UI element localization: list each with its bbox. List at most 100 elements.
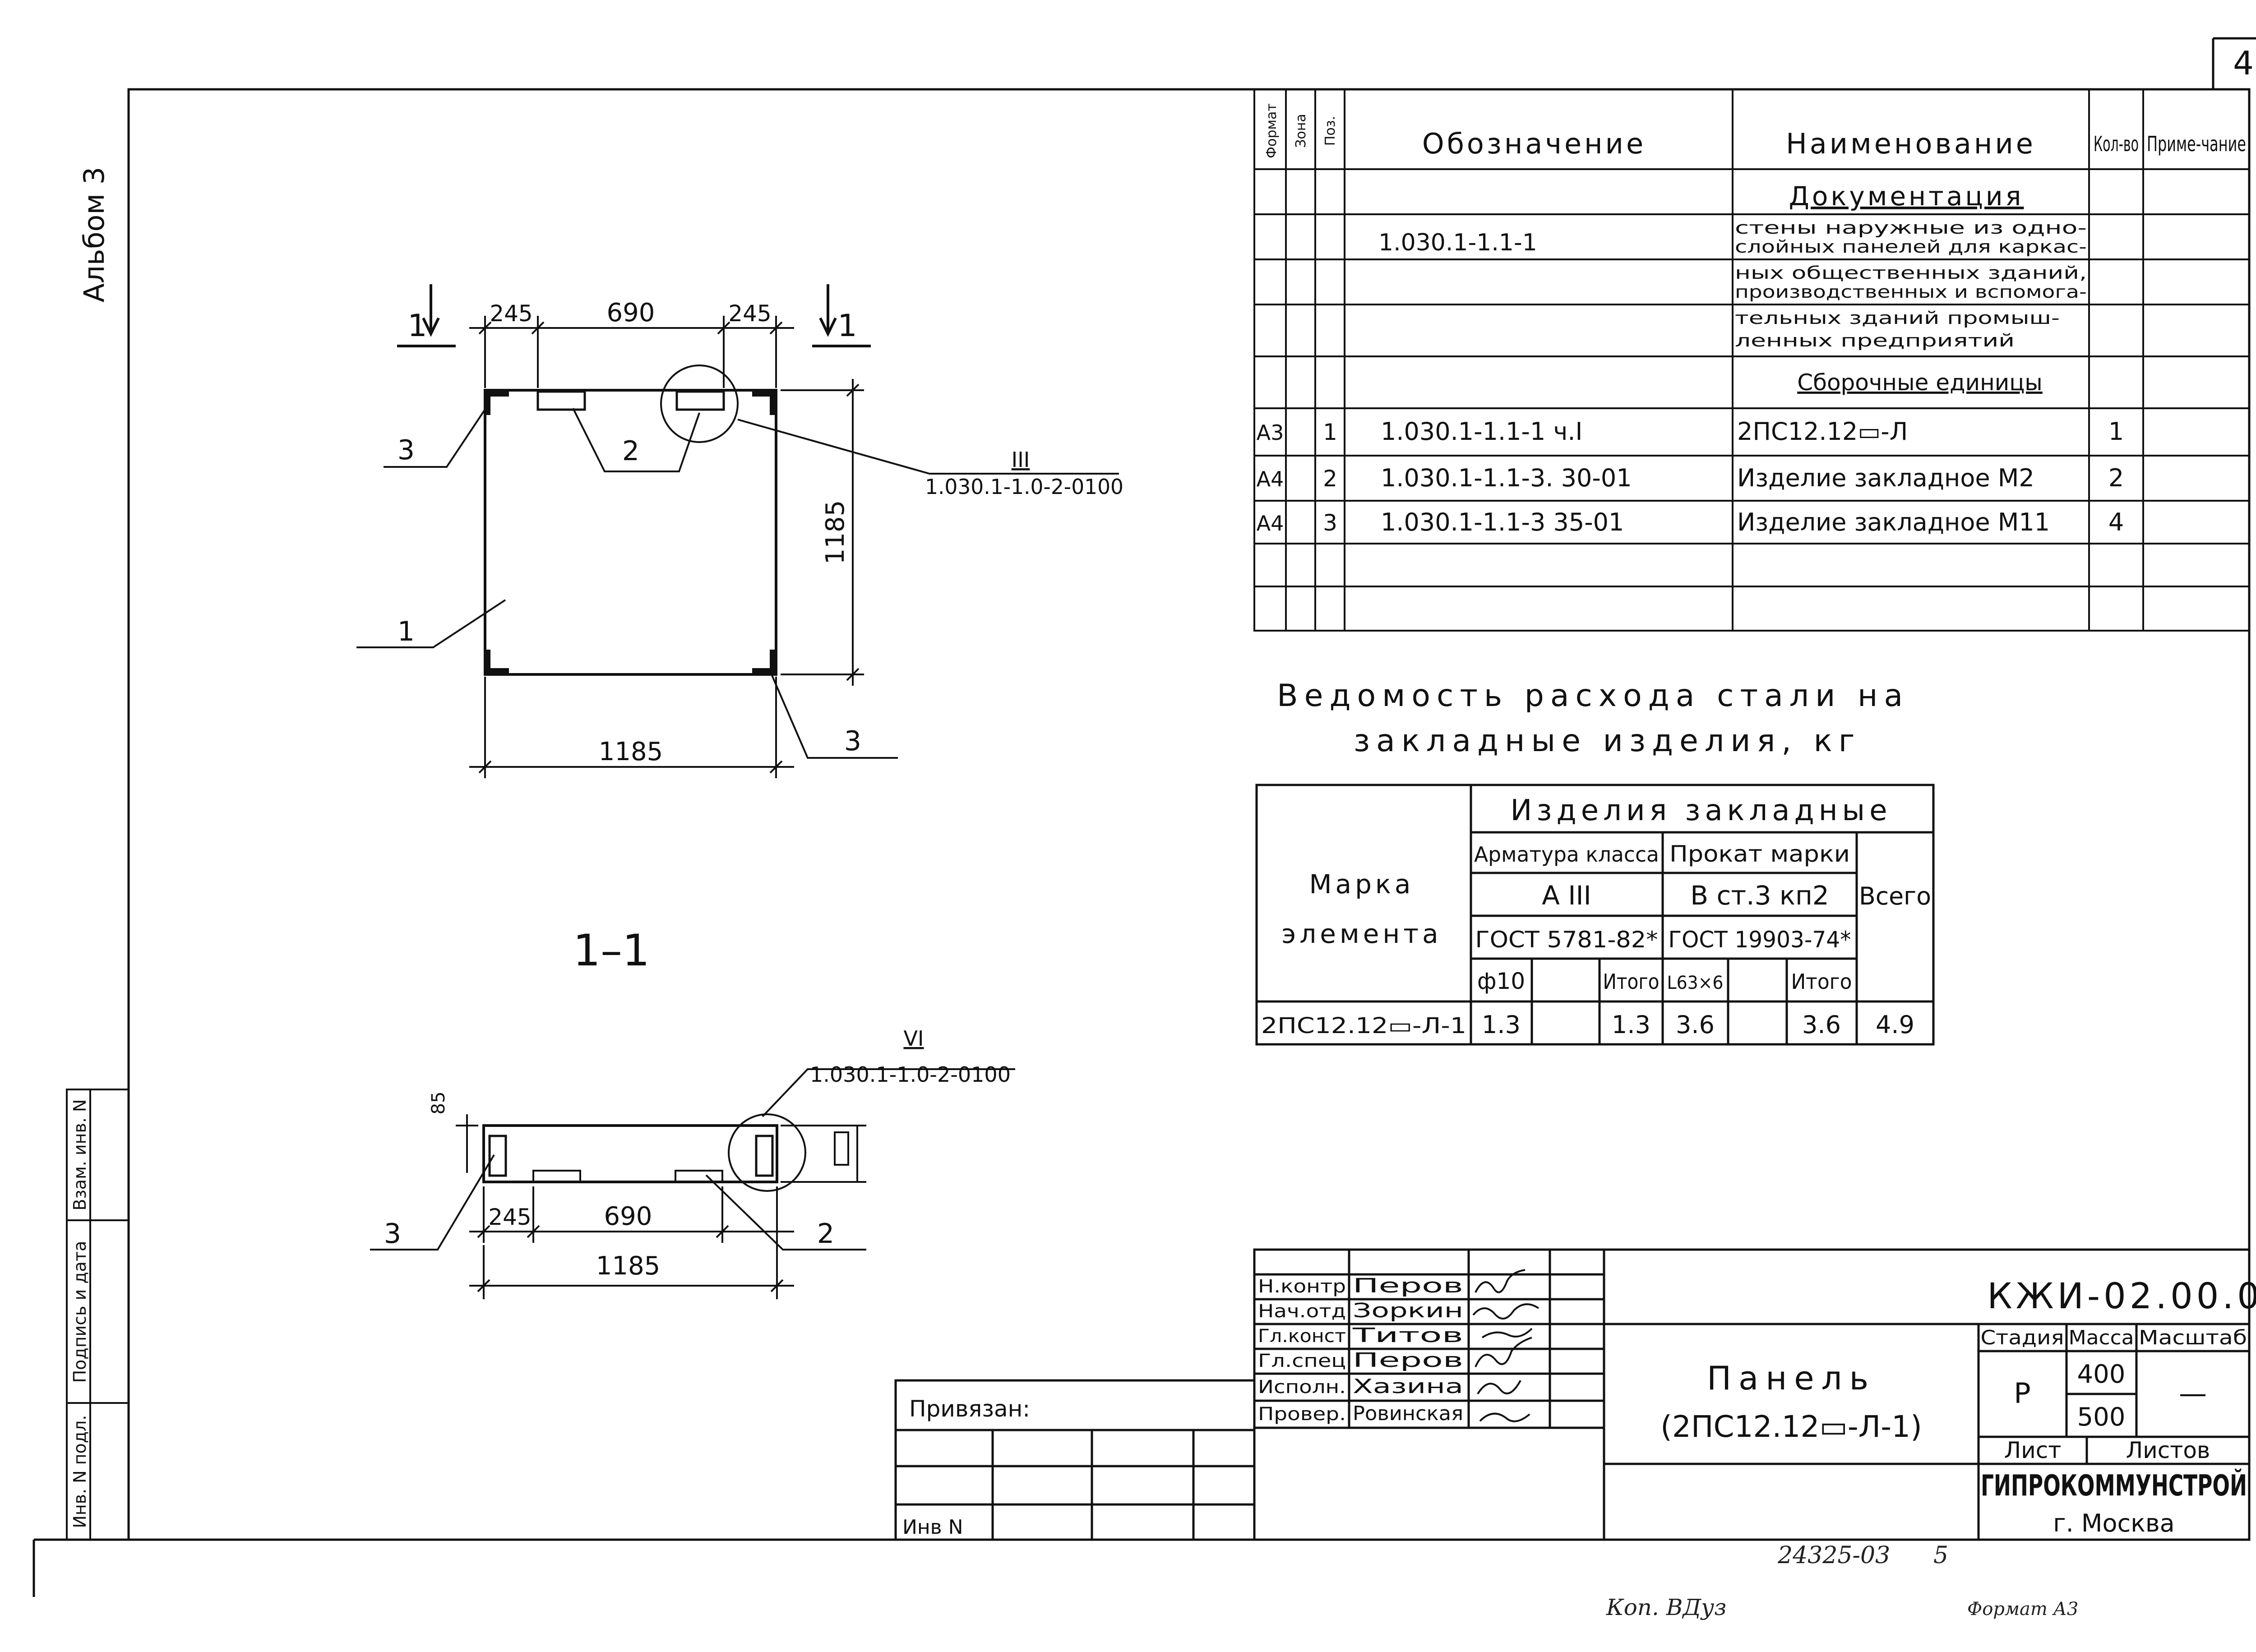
section-node-roman: VI: [903, 1026, 924, 1051]
row-name: 2ПС12.12▭-Л: [1737, 417, 1908, 446]
row-format: А3: [1257, 420, 1284, 445]
dim-245: 245: [490, 300, 532, 327]
row-name: Изделие закладное М2: [1737, 464, 2034, 492]
section-end-plate: [488, 1135, 507, 1177]
steel-mark-label-1: Марка: [1309, 869, 1415, 900]
steel-row-value: 3.6: [1676, 1011, 1715, 1039]
side-sign-date: Подпись и дата: [70, 1241, 90, 1383]
side-stamp: [66, 1089, 129, 1541]
steel-prokat: Прокат марки: [1669, 841, 1850, 867]
steel-grade: В ст.3 кп2: [1690, 880, 1829, 911]
col-zone: Зона: [1293, 114, 1309, 148]
section-outline: [482, 1124, 778, 1183]
copy-mark: Коп. ВДуз: [1606, 1594, 1726, 1620]
row-pos: 1: [1323, 419, 1337, 445]
col-pos: Поз.: [1322, 116, 1338, 146]
doc-name-line: ных общественных зданий,: [1735, 263, 2087, 283]
mass-value-1: 400: [2077, 1360, 2126, 1389]
spec-row: А4 2 1.030.1-1.1-3. 30-01 Изделие заклад…: [1257, 464, 2124, 492]
steel-row-value: 1.3: [1482, 1011, 1521, 1039]
staff-role: Гл.спец: [1258, 1351, 1346, 1371]
section-leaders: [370, 1068, 1015, 1251]
row-format: А4: [1257, 467, 1284, 491]
steel-row-total: 4.9: [1876, 1011, 1914, 1039]
archive-sheet: 5: [1933, 1542, 1948, 1569]
steel-subcol: Итого: [1603, 969, 1660, 994]
row-qty: 4: [2108, 508, 2124, 536]
doc-name-line: ленных предприятий: [1735, 331, 2015, 351]
spec-row: А4 3 1.030.1-1.1-3 35-01 Изделие закладн…: [1257, 508, 2124, 536]
section-docs: Документация: [1789, 181, 2024, 212]
org-city: г. Москва: [2053, 1509, 2175, 1537]
plan-view: 245 690 245 1185 1185 1: [356, 284, 1123, 778]
section-end-plate: [755, 1135, 774, 1177]
archive-number: 24325-03: [1777, 1542, 1890, 1569]
side-dimension: [781, 379, 864, 686]
callout-3: 3: [844, 725, 861, 757]
bound-label: Привязан:: [909, 1396, 1030, 1422]
staff-name: Ровинская: [1353, 1402, 1463, 1425]
section-side-dim: [456, 1114, 866, 1183]
dim-1185-bottom: 1185: [599, 737, 663, 766]
staff-name: Перов: [1353, 1274, 1463, 1297]
staff-name: Зоркин: [1353, 1299, 1463, 1322]
embedded-plate: [536, 390, 586, 411]
dim-690: 690: [604, 1202, 652, 1231]
steel-armatura: Арматура класса: [1474, 842, 1659, 867]
staff-role: Нач.отд: [1258, 1301, 1346, 1322]
steel-row-mark: 2ПС12.12▭-Л-1: [1261, 1013, 1466, 1038]
corner-plates: [484, 390, 776, 674]
callout-2: 2: [622, 435, 639, 467]
steel-total-label: Всего: [1859, 882, 1931, 910]
doc-name-line: тельных зданий промыш-: [1735, 308, 2060, 328]
steel-title-1: Ведомость расхода стали на: [1277, 678, 1909, 714]
org-name: ГИПРОКОММУНСТРОЙ: [1981, 1468, 2247, 1503]
doc-name-line: стены наружные из одно-: [1735, 218, 2087, 238]
album-label: Альбом 3: [78, 167, 111, 303]
signature-marks: [1472, 1269, 1539, 1422]
stage-label: Стадия: [1981, 1326, 2064, 1349]
col-note: Приме-чание: [2147, 132, 2246, 156]
title-block-grid: [894, 1248, 2251, 1541]
steel-row-value: 1.3: [1612, 1011, 1650, 1039]
section-assembly: Сборочные единицы: [1797, 369, 2043, 396]
steel-gost2: ГОСТ 19903-74*: [1669, 927, 1851, 953]
dim-245: 245: [488, 1204, 531, 1230]
steel-gost1: ГОСТ 5781-82*: [1475, 927, 1658, 953]
doc-name-line: слойных панелей для каркас-: [1735, 237, 2087, 257]
side-vzam: Взам. инв. N: [70, 1099, 90, 1211]
row-qty: 2: [2108, 464, 2124, 492]
row-designation: 1.030.1-1.1-1 ч.I: [1381, 417, 1582, 446]
doc-name: стены наружные из одно- слойных панелей …: [1735, 218, 2087, 351]
callout-3: 3: [398, 434, 415, 466]
stamp-title-1: Панель: [1707, 1359, 1876, 1397]
section-mark-number: 1: [837, 308, 857, 344]
section-embedded: [532, 1170, 581, 1183]
mass-label: Масса: [2069, 1326, 2134, 1349]
col-name: Наименование: [1786, 127, 2036, 160]
section-node-ref: 1.030.1-1.0-2-0100: [810, 1062, 1011, 1087]
steel-subcol: Итого: [1791, 969, 1852, 994]
spec-row: А3 1 1.030.1-1.1-1 ч.I 2ПС12.12▭-Л 1: [1257, 417, 2124, 446]
stage-value: Р: [2014, 1377, 2030, 1410]
node-ref: 1.030.1-1.0-2-0100: [925, 475, 1123, 499]
dim-690: 690: [607, 298, 655, 328]
row-qty: 1: [2108, 417, 2124, 446]
panel-outline: [484, 389, 777, 676]
stamp-title-2: (2ПС12.12▭-Л-1): [1660, 1409, 1922, 1444]
plan-leaders: [356, 405, 1119, 759]
row-pos: 3: [1323, 510, 1337, 536]
dim-1185: 1185: [596, 1251, 661, 1281]
callout-1: 1: [398, 616, 415, 647]
steel-mark-label-2: элемента: [1281, 918, 1442, 949]
section-embedded: [675, 1170, 723, 1183]
steel-head-group: Изделия закладные: [1511, 794, 1892, 827]
section-mark-number: 1: [407, 308, 427, 344]
inv-label: Инв N: [902, 1516, 963, 1539]
sheet-label: Лист: [2004, 1437, 2062, 1463]
row-pos: 2: [1323, 466, 1337, 492]
section-thickness-mark: [834, 1131, 849, 1166]
col-qty: Кол-во: [2094, 132, 2139, 156]
row-format: А4: [1257, 511, 1284, 535]
col-designation: Обозначение: [1422, 127, 1646, 160]
